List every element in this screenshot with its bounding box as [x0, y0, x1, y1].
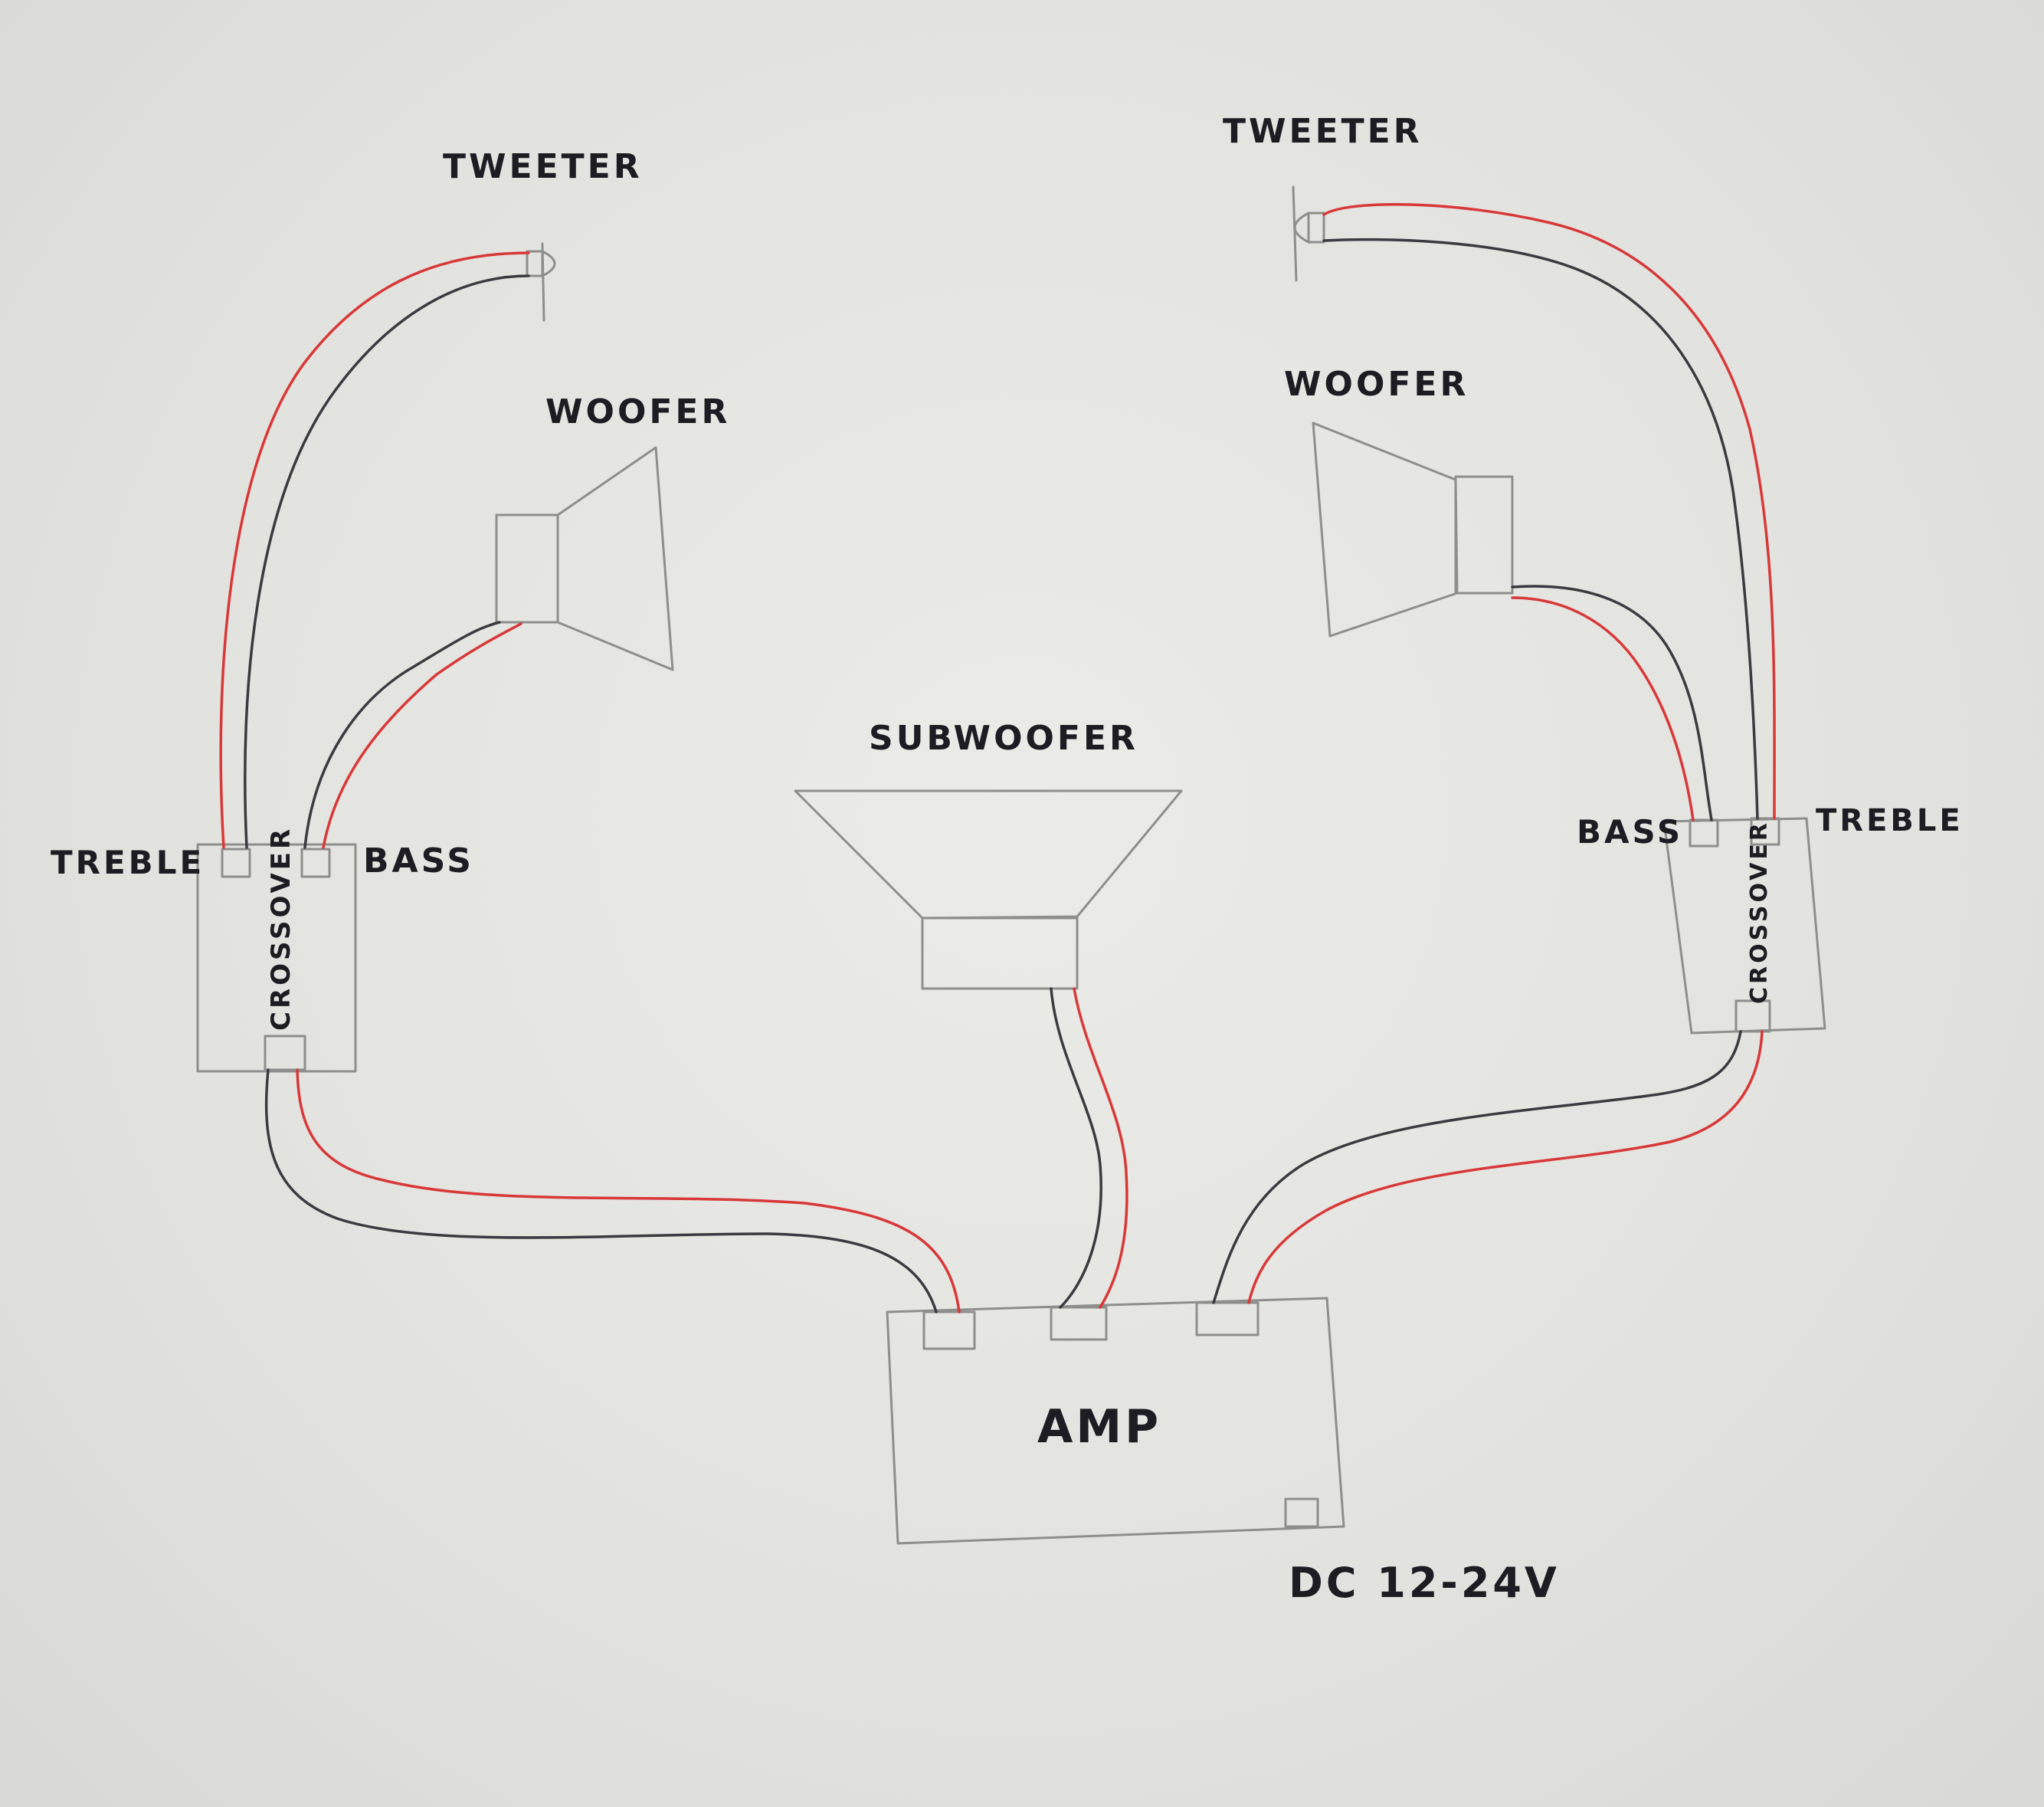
- subwoofer-label: SUBWOOFER: [869, 719, 1138, 758]
- right-tweeter-label: TWEETER: [1223, 112, 1423, 151]
- left-crossover-treble-terminal: [221, 848, 251, 878]
- right-tweeter-baffle: [1292, 185, 1298, 282]
- left-crossover-bass-terminal: [300, 848, 331, 878]
- wire-sub-red: [1073, 987, 1128, 1309]
- left-woofer: [495, 446, 674, 671]
- left-woofer-cone: [556, 446, 674, 671]
- power-label: DC 12-24V: [1289, 1559, 1560, 1607]
- amp-sub-output-terminal: [1050, 1306, 1108, 1341]
- wire-left-tweeter-red: [219, 251, 530, 849]
- left-tweeter-body: [526, 250, 544, 277]
- amp-label: AMP: [1037, 1400, 1161, 1454]
- wire-right-tweeter-black: [1322, 238, 1759, 820]
- subwoofer: [794, 789, 1183, 990]
- right-tweeter-body: [1307, 212, 1325, 244]
- wire-left-crossover-amp: [264, 1068, 961, 1313]
- wire-left-woofer-black: [303, 621, 501, 849]
- left-bass-label: BASS: [363, 841, 474, 881]
- left-crossover-input-terminal: [264, 1035, 306, 1071]
- right-tweeter-dome: [1293, 212, 1310, 244]
- right-crossover: [1662, 817, 1826, 1035]
- amp-left-output-terminal: [922, 1310, 976, 1350]
- wire-right-woofer-black: [1511, 585, 1713, 822]
- left-tweeter-dome: [541, 250, 556, 277]
- wire-left-amp-black: [264, 1068, 938, 1313]
- amp-right-output-terminal: [1195, 1301, 1259, 1336]
- left-crossover-label: CROSSOVER: [266, 826, 296, 1031]
- wire-left-woofer-red: [322, 622, 522, 849]
- wire-left-amp-red: [296, 1068, 961, 1313]
- subwoofer-cone: [794, 789, 1183, 920]
- wire-right-crossover-amp: [1212, 1030, 1764, 1304]
- left-woofer-magnet: [495, 513, 559, 624]
- wire-right-woofer: [1511, 585, 1713, 822]
- left-woofer-label: WOOFER: [545, 392, 730, 431]
- wire-right-tweeter: [1322, 202, 1776, 820]
- wire-right-amp-black: [1212, 1030, 1742, 1304]
- wire-left-tweeter: [219, 251, 530, 849]
- wire-left-woofer: [303, 621, 522, 849]
- right-crossover-treble-terminal: [1750, 817, 1780, 846]
- wire-right-woofer-red: [1511, 596, 1695, 822]
- wire-right-tweeter-red: [1322, 202, 1776, 820]
- wire-left-tweeter-black: [244, 274, 530, 849]
- amp-power-terminal: [1284, 1497, 1319, 1528]
- right-crossover-bass-terminal: [1689, 818, 1719, 848]
- right-crossover-input-terminal: [1734, 999, 1771, 1033]
- right-woofer-label: WOOFER: [1284, 365, 1469, 404]
- subwoofer-magnet: [921, 917, 1079, 990]
- wire-sub-black: [1050, 987, 1102, 1309]
- right-woofer-cone: [1312, 421, 1459, 638]
- right-woofer: [1312, 421, 1514, 638]
- right-bass-label: BASS: [1577, 813, 1683, 851]
- amplifier: [886, 1297, 1345, 1545]
- left-crossover-box: [196, 843, 357, 1073]
- left-tweeter-label: TWEETER: [443, 147, 643, 186]
- left-treble-label: TREBLE: [51, 844, 205, 881]
- left-crossover: [196, 843, 357, 1073]
- amp-box: [886, 1297, 1345, 1545]
- right-treble-label: TREBLE: [1816, 803, 1964, 838]
- wire-right-amp-red: [1247, 1030, 1764, 1304]
- right-woofer-magnet: [1454, 475, 1514, 595]
- right-tweeter: [1292, 185, 1325, 282]
- left-tweeter: [526, 242, 556, 322]
- right-crossover-label: CROSSOVER: [1746, 820, 1773, 1004]
- wire-subwoofer: [1050, 987, 1128, 1309]
